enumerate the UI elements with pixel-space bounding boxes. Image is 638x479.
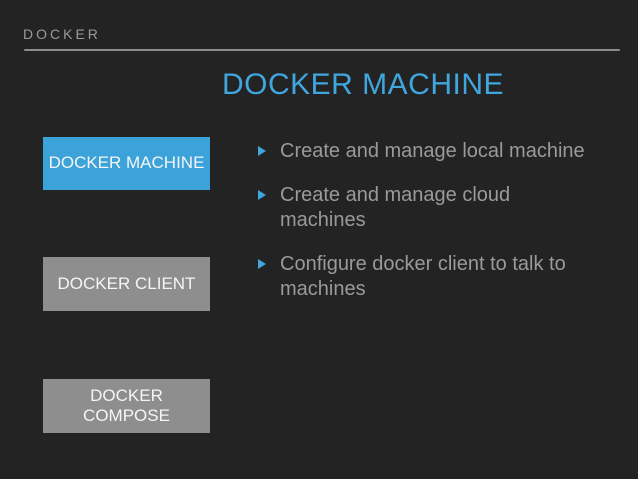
slide-header-label: DOCKER	[23, 26, 101, 42]
sidebar: DOCKER MACHINE DOCKER CLIENT DOCKER COMP…	[43, 137, 210, 433]
bullet-triangle-icon	[258, 190, 266, 200]
bullet-triangle-icon	[258, 146, 266, 156]
bullet-triangle-icon	[258, 259, 266, 269]
bullet-item: Configure docker client to talk to machi…	[258, 252, 598, 302]
sidebar-item-docker-machine: DOCKER MACHINE	[43, 137, 210, 190]
page-title: DOCKER MACHINE	[221, 68, 505, 101]
bullet-text: Configure docker client to talk to machi…	[280, 253, 566, 300]
sidebar-item-label: DOCKER CLIENT	[57, 273, 196, 293]
bullet-list: Create and manage local machine Create a…	[258, 139, 598, 321]
sidebar-item-label: DOCKER COMPOSE	[83, 385, 170, 425]
bullet-item: Create and manage cloud machines	[258, 183, 598, 233]
bullet-text: Create and manage local machine	[280, 140, 585, 162]
header-divider	[24, 49, 620, 51]
sidebar-item-label: DOCKER MACHINE	[48, 153, 205, 173]
sidebar-item-docker-compose: DOCKER COMPOSE	[43, 379, 210, 433]
bullet-text: Create and manage cloud machines	[280, 184, 511, 231]
sidebar-item-docker-client: DOCKER CLIENT	[43, 257, 210, 311]
bullet-item: Create and manage local machine	[258, 139, 598, 164]
